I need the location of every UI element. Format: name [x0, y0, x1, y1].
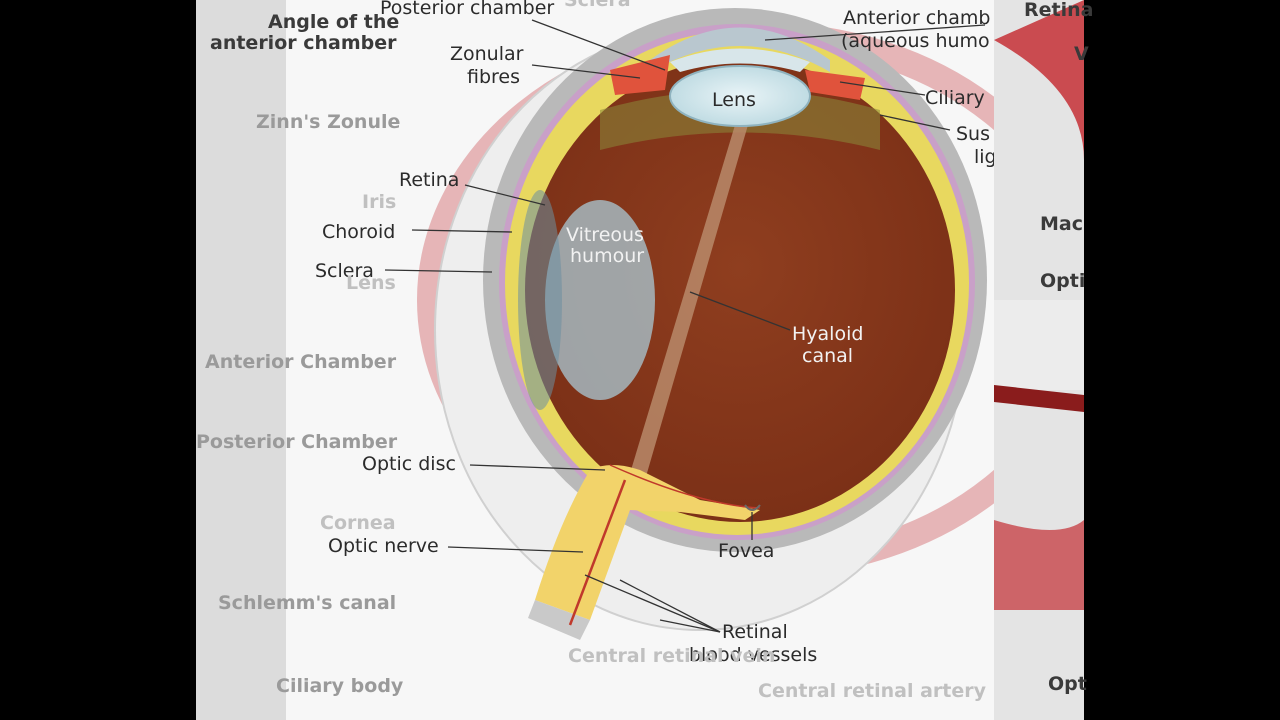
bg-label-zinn: Zinn's Zonule	[256, 111, 400, 133]
bg-ring-lower-right	[994, 520, 1084, 610]
bg-iris-ghost	[518, 190, 562, 410]
label-optic-disc: Optic disc	[362, 453, 456, 475]
label-retinal-2: blood vessels	[689, 644, 817, 666]
label-vitreous-1: Vitreous	[566, 224, 644, 246]
label-ciliary: Ciliary	[925, 87, 985, 109]
vitreous-body	[525, 58, 955, 522]
bg-label-retina-right: Retina	[1024, 0, 1093, 21]
bg-label-angle-2: anterior chamber	[210, 32, 397, 54]
left-bg-panel	[196, 0, 286, 720]
bg-label-posterior: Posterior Chamber	[196, 431, 398, 453]
bg-label-lens: Lens	[346, 272, 396, 294]
bg-label-sclera-top: Sclera	[564, 0, 631, 11]
bg-vessel-right	[994, 385, 1084, 412]
bg-label-central-vein: Central retinal vein	[568, 645, 775, 667]
label-optic-nerve: Optic nerve	[328, 535, 439, 557]
bg-lens-ghost	[545, 200, 655, 400]
bg-label-anterior: Anterior Chamber	[205, 351, 397, 373]
label-sclera: Sclera	[315, 260, 374, 282]
bg-label-optic-right: Opti	[1040, 270, 1085, 292]
label-choroid: Choroid	[322, 221, 395, 243]
label-retinal-1: Retinal	[722, 621, 788, 643]
left-letterbox	[0, 0, 196, 720]
bg-label-ciliary: Ciliary body	[276, 675, 404, 697]
right-letterbox	[1084, 0, 1280, 720]
central-vessel	[568, 479, 627, 626]
bg-label-angle-1: Angle of the	[268, 11, 399, 33]
optic-nerve-cut	[528, 600, 590, 640]
label-zonular-1: Zonular	[450, 43, 524, 65]
bg-label-macula: Mac	[1040, 213, 1083, 235]
label-anterior-2: (aqueous humo	[841, 30, 990, 52]
bg-ring-fragment-right	[994, 0, 1084, 160]
bg-label-cornea: Cornea	[320, 512, 396, 534]
optic-nerve	[535, 465, 760, 620]
anterior-chamber	[670, 48, 810, 72]
label-fovea: Fovea	[718, 540, 774, 562]
label-suspensory-2: lig	[974, 146, 997, 168]
bg-label-optic-bottom-right: Opt	[1048, 673, 1087, 695]
label-retina: Retina	[399, 169, 459, 191]
bg-label-vitreous-right: V	[1074, 43, 1089, 65]
label-vitreous-2: humour	[570, 245, 644, 267]
lens	[669, 65, 811, 127]
hyaloid-canal	[628, 125, 748, 480]
bg-label-central-artery: Central retinal artery	[758, 680, 987, 702]
leader-lines	[384, 19, 986, 633]
iris-left	[610, 55, 670, 95]
bg-label-iris: Iris	[362, 191, 396, 213]
label-hyaloid-1: Hyaloid	[792, 323, 863, 345]
label-anterior-1: Anterior chamb	[843, 7, 990, 29]
label-hyaloid-2: canal	[802, 345, 853, 367]
fovea-pit	[744, 504, 761, 511]
bg-label-schlemm: Schlemm's canal	[218, 592, 396, 614]
bg-optic-stalk	[994, 300, 1084, 390]
label-zonular-2: fibres	[467, 66, 520, 88]
label-lens: Lens	[712, 89, 756, 111]
label-suspensory-1: Sus	[956, 123, 990, 145]
label-posterior-chamber: Posterior chamber	[380, 0, 554, 19]
iris-right	[805, 70, 865, 100]
